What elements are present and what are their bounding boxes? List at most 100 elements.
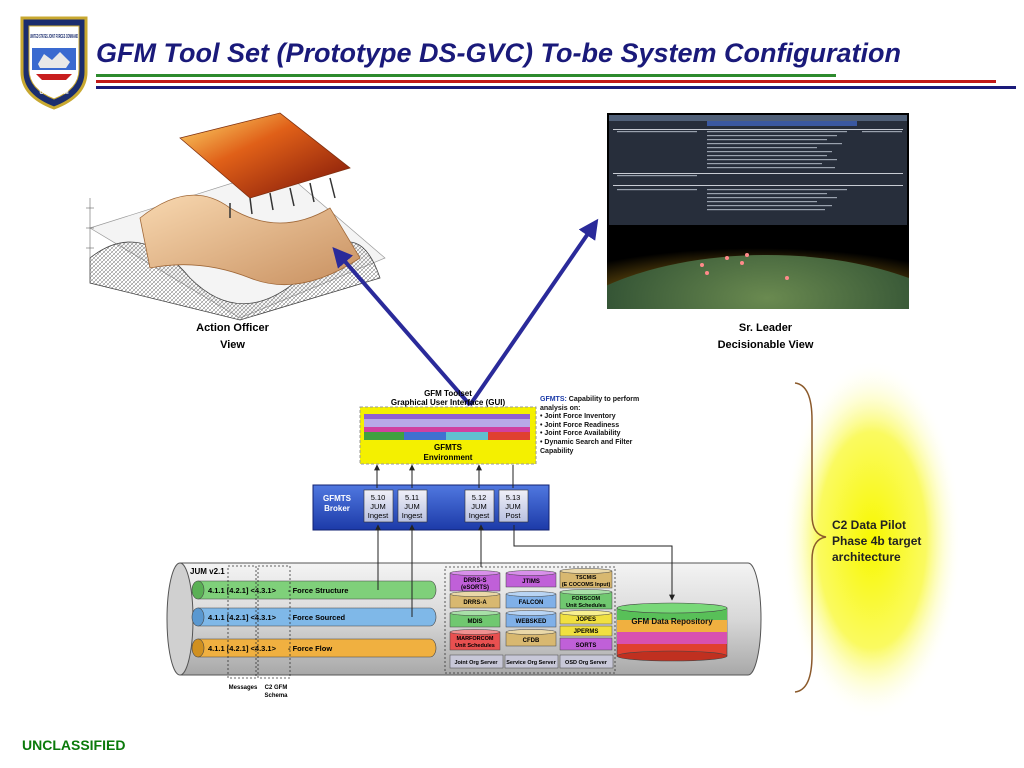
db-sorts: SORTS <box>559 637 613 651</box>
capability-item: • Joint Force Readiness <box>540 421 620 429</box>
action-officer-view-label: Action Officer View <box>170 320 295 354</box>
flow-name: - Force Flow <box>288 644 332 653</box>
db-mdis: MDIS <box>449 610 501 628</box>
schema-label-line1: C2 GFM <box>265 685 288 691</box>
db-forscom: FORSCOM Unit Schedules <box>559 589 613 610</box>
server-osd-org: OSD Org Server <box>559 654 614 669</box>
flow-name: - Force Sourced <box>288 613 346 622</box>
db-drrs-a: DRRS-A <box>449 591 501 609</box>
module-line2: Ingest <box>402 511 423 520</box>
c2-line2: Phase 4b target <box>832 534 922 548</box>
note-title: GFMTS: <box>540 396 567 403</box>
server-label: OSD Org Server <box>565 660 608 666</box>
db-line: SORTS <box>576 643 597 649</box>
db-line: (eSORTS) <box>461 585 489 591</box>
broker-module: 5.11 JUM Ingest <box>397 489 428 523</box>
sr-leader-view-label: Sr. Leader Decisionable View <box>693 320 838 354</box>
db-line: (E COCOMS Input) <box>562 582 611 588</box>
db-line: TSCMIS <box>576 575 597 581</box>
gfmts-broker: GFMTS Broker 5.10 JUM Ingest 5.11 JUM In… <box>312 484 550 531</box>
arrow-to-sr-leader-view <box>468 218 599 407</box>
db-line: JTIMS <box>522 579 540 585</box>
db-line: Unit Schedules <box>455 643 495 649</box>
db-line: JPERMS <box>574 629 599 635</box>
db-jtims: JTIMS <box>505 570 557 588</box>
page-title: GFM Tool Set (Prototype DS-GVC) To-be Sy… <box>96 38 901 68</box>
action-officer-line2: View <box>220 339 245 351</box>
broker-to-env-arrows <box>374 464 514 488</box>
classification-label: UNCLASSIFIED <box>22 737 126 753</box>
messages-dashed-box <box>227 565 257 679</box>
db-line: DRRS-S <box>463 578 486 584</box>
module-id: 5.10 <box>371 493 386 502</box>
gfmts-env-line1: GFMTS <box>434 443 463 452</box>
schema-label-line2: Schema <box>264 693 288 699</box>
db-line: DRRS-A <box>463 600 487 606</box>
sr-leader-line1: Sr. Leader <box>738 322 793 334</box>
flow-codes: 4.1.1 [4.2.1] <4.3.1> <box>208 586 277 595</box>
flow-codes: 4.1.1 [4.2.1] <4.3.1> <box>208 613 277 622</box>
module-id: 5.11 <box>405 493 419 502</box>
toolset-title-line1: GFM Toolset <box>424 389 472 398</box>
broker-module: 5.12 JUM Ingest <box>464 489 495 523</box>
server-label: Service Org Server <box>506 660 556 666</box>
note-intro: Capability to perform analysis on: <box>540 396 640 412</box>
gfm-data-repository: GFM Data Repository <box>616 602 728 662</box>
title-underlines <box>96 74 1016 89</box>
module-line1: JUM <box>370 502 385 511</box>
flow-force-sourced: 4.1.1 [4.2.1] <4.3.1> - Force Sourced <box>191 607 437 627</box>
terrain-3d-plot-image <box>86 112 386 321</box>
module-id: 5.12 <box>472 493 487 502</box>
db-drrs-s: DRRS-S (eSORTS) <box>449 570 501 592</box>
gfmts-capability-note: GFMTS: Capability to perform analysis on… <box>540 396 660 456</box>
flow-name: - Force Structure <box>288 586 348 595</box>
seal-bottom-text: USJFCOM <box>39 90 68 96</box>
c2-pilot-brace <box>794 382 827 693</box>
source-systems-frame <box>444 566 616 674</box>
db-tscmis: TSCMIS (E COCOMS Input) <box>559 568 613 589</box>
broker-label-line2: Broker <box>324 504 350 513</box>
db-websked: WEBSKED <box>505 610 557 628</box>
broker-module: 5.13 JUM Post <box>498 489 529 523</box>
broker-module: 5.10 JUM Ingest <box>363 489 394 523</box>
seal-top-text: UNITED STATES JOINT FORCES COMMAND <box>30 34 78 40</box>
flow-force-structure: 4.1.1 [4.2.1] <4.3.1> - Force Structure <box>191 580 437 600</box>
flow-force-flow: 4.1.1 [4.2.1] <4.3.1> - Force Flow <box>191 638 437 658</box>
db-jopes: JOPES <box>559 610 613 625</box>
gfmts-env-line2: Environment <box>424 453 473 462</box>
module-line2: Ingest <box>368 511 389 520</box>
module-line2: Ingest <box>469 511 490 520</box>
db-line: JOPES <box>576 617 596 623</box>
yellow-glow-background <box>782 360 962 720</box>
db-line: FALCON <box>519 600 544 606</box>
db-line: WEBSKED <box>516 619 547 625</box>
c2-line1: C2 Data Pilot <box>832 518 907 532</box>
c2-line3: architecture <box>832 550 901 564</box>
jum-title: JUM v2.1 <box>190 567 225 576</box>
db-falcon: FALCON <box>505 591 557 609</box>
broker-label-line1: GFMTS <box>323 494 352 503</box>
gfmts-environment-box: GFMTS Environment <box>359 406 537 465</box>
server-joint-org: Joint Org Server <box>449 654 504 669</box>
server-service-org: Service Org Server <box>504 654 559 669</box>
repository-label: GFM Data Repository <box>631 617 713 626</box>
globe-data-table-image <box>607 113 909 309</box>
schema-dashed-box <box>257 565 291 679</box>
flow-codes: 4.1.1 [4.2.1] <4.3.1> <box>208 644 277 653</box>
db-marforcom: MARFORCOM Unit Schedules <box>449 629 501 651</box>
messages-label: Messages <box>229 685 258 691</box>
module-line1: JUM <box>505 502 520 511</box>
db-line: MARFORCOM <box>457 636 494 642</box>
capability-item: • Joint Force Inventory <box>540 413 616 421</box>
capability-item: • Dynamic Search and Filter Capability <box>540 438 633 455</box>
module-id: 5.13 <box>506 493 521 502</box>
toolset-title-line2: Graphical User Interface (GUI) <box>391 398 506 407</box>
capability-item: • Joint Force Availability <box>540 430 621 438</box>
c2-data-pilot-label: C2 Data Pilot Phase 4b target architectu… <box>832 517 972 565</box>
usjfcom-seal: UNITED STATES JOINT FORCES COMMAND USJFC… <box>20 16 88 110</box>
db-jperms: JPERMS <box>559 625 613 637</box>
db-cfdb: CFDB <box>505 629 557 647</box>
server-label: Joint Org Server <box>454 660 498 666</box>
db-line: Unit Schedules <box>566 603 606 609</box>
